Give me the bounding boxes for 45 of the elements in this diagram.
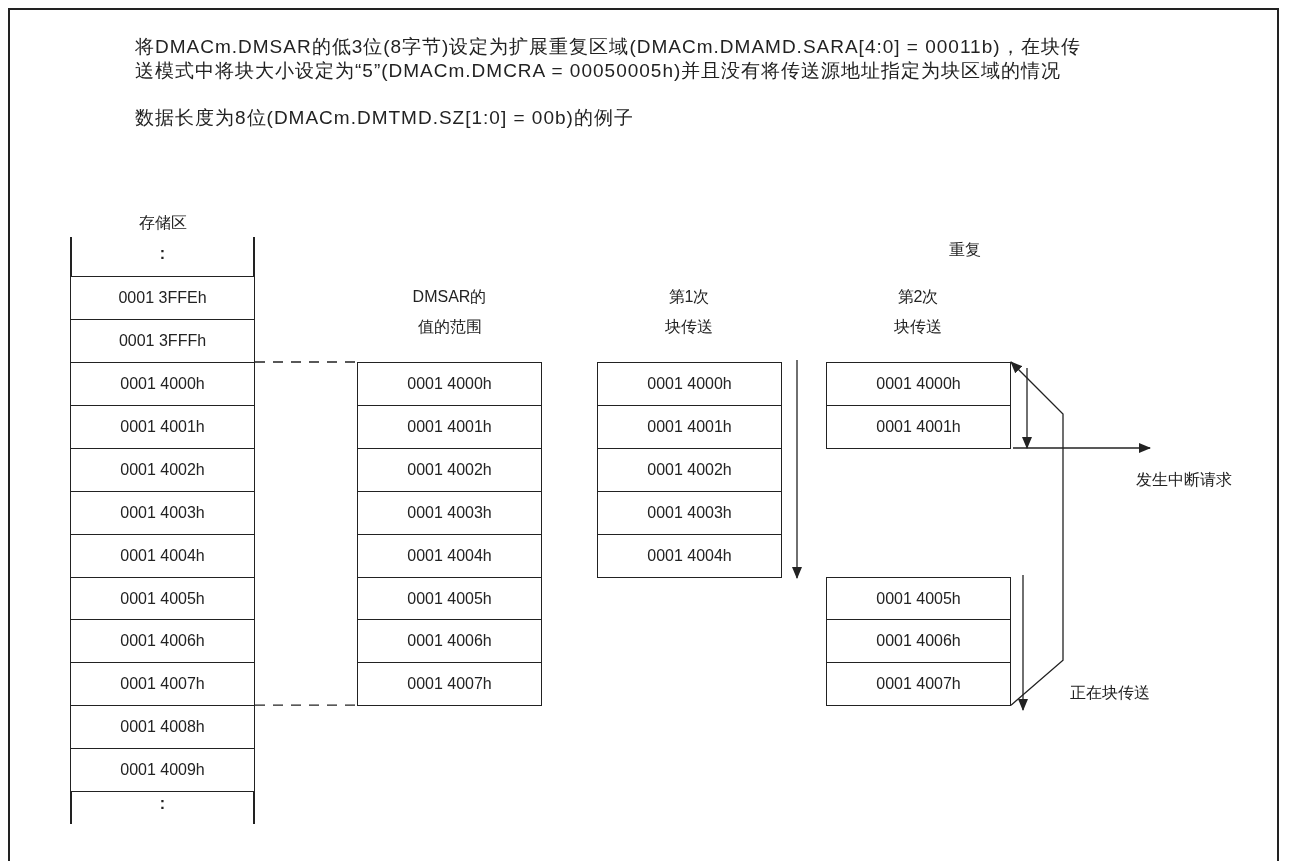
address-cell: 0001 4001h	[357, 404, 542, 450]
ellipsis-mark: :	[158, 794, 167, 814]
interrupt-label: 发生中断请求	[1136, 470, 1233, 490]
dashed-line	[254, 361, 358, 363]
address-cell: 0001 4005h	[357, 576, 542, 621]
address-cell: 0001 4001h	[826, 404, 1011, 450]
address-cell: 0001 4007h	[70, 662, 255, 707]
address-cell: 0001 4007h	[357, 662, 542, 707]
address-cell: 0001 4007h	[826, 662, 1011, 707]
address-cell: 0001 4004h	[70, 533, 255, 578]
address-cell: 0001 4004h	[357, 533, 542, 578]
ellipsis-mark: :	[158, 244, 167, 264]
address-cell: 0001 4002h	[357, 447, 542, 492]
address-cell: 0001 4005h	[826, 576, 1011, 621]
address-cell: 0001 4001h	[70, 404, 255, 450]
address-cell: 0001 4009h	[70, 748, 255, 793]
column-heading: 存储区	[137, 213, 188, 233]
address-cell: 0001 4000h	[826, 362, 1011, 407]
address-cell: 0001 3FFFh	[70, 319, 255, 364]
repeat-arrow	[1010, 361, 1064, 706]
address-cell: 0001 4008h	[70, 705, 255, 750]
dashed-line	[254, 704, 358, 706]
address-cell: 0001 4006h	[70, 619, 255, 664]
note-text: 数据长度为8位(DMACm.DMTMD.SZ[1:0] = 00b)的例子	[135, 105, 635, 129]
address-cell: 0001 4006h	[357, 619, 542, 664]
address-cell: 0001 3FFEh	[70, 276, 255, 321]
address-cell: 0001 4003h	[70, 490, 255, 535]
address-cell: 0001 4004h	[597, 533, 782, 578]
address-cell: 0001 4003h	[357, 490, 542, 535]
address-cell: 0001 4000h	[597, 362, 782, 407]
column-heading: 第1次块传送	[664, 287, 714, 337]
repeat-label: 重复	[948, 240, 982, 260]
column-heading: 第2次块传送	[893, 287, 943, 337]
address-cell: 0001 4006h	[826, 619, 1011, 664]
memory-column	[70, 212, 255, 824]
transfer-label: 正在块传送	[1070, 683, 1151, 703]
address-cell: 0001 4000h	[357, 362, 542, 407]
address-cell: 0001 4003h	[597, 490, 782, 535]
note-text: 将DMACm.DMSAR的低3位(8字节)设定为扩展重复区域(DMACm.DMAMD.SARA[4:0] = 00011b)，在块传送模式中将块大小设定为“5”(DMACm.DMCRA = 00050005h)并且没有将传送源地址指定为块区域的情况	[135, 35, 1082, 82]
address-cell: 0001 4000h	[70, 362, 255, 407]
address-cell: 0001 4002h	[70, 447, 255, 492]
column-heading: DMSAR的值的范围	[412, 287, 487, 337]
address-cell: 0001 4005h	[70, 576, 255, 621]
address-cell: 0001 4002h	[597, 447, 782, 492]
address-cell: 0001 4001h	[597, 404, 782, 450]
